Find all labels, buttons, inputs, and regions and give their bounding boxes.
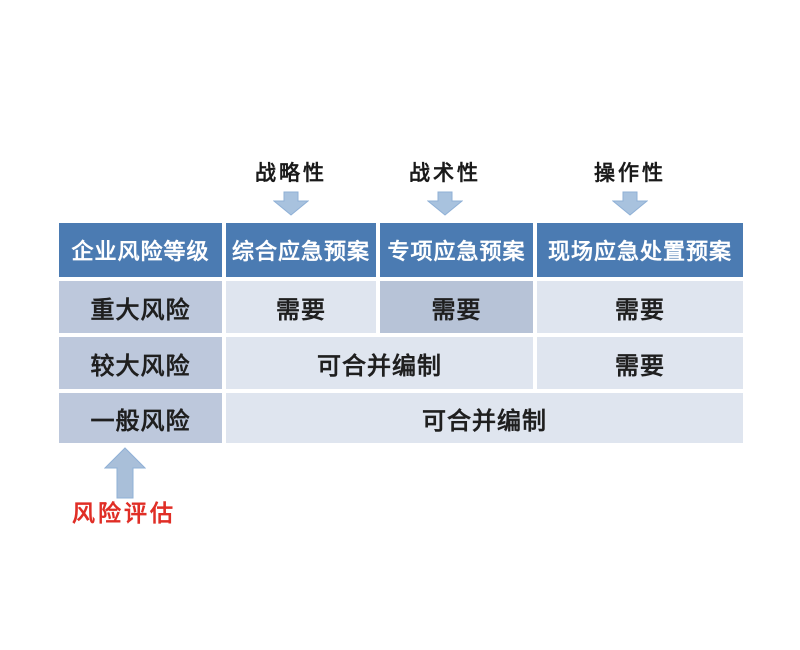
risk-assessment-annotation: [103, 447, 147, 504]
row-larger-risk-label: 较大风险: [59, 337, 222, 389]
cell-larger-onsite: 需要: [537, 337, 743, 389]
tactical-label: 战术性: [409, 160, 481, 185]
cell-major-special-highlighted: 需要: [380, 281, 533, 333]
risk-assessment-label: 风险评估: [72, 500, 176, 527]
cell-general-merged: 可合并编制: [226, 393, 743, 443]
header-cell-risk-level: 企业风险等级: [59, 223, 222, 277]
down-arrow-icon: [612, 191, 648, 216]
cell-major-onsite: 需要: [537, 281, 743, 333]
header-cell-comprehensive-plan: 综合应急预案: [226, 223, 376, 277]
down-arrow-icon: [273, 191, 309, 216]
header-cell-special-plan: 专项应急预案: [380, 223, 533, 277]
annotation-tactical: 战术性: [380, 160, 510, 216]
annotation-strategic: 战略性: [226, 160, 356, 216]
row-major-risk-label: 重大风险: [59, 281, 222, 333]
annotation-operational: 操作性: [565, 160, 695, 216]
risk-plan-table: 企业风险等级 综合应急预案 专项应急预案 现场应急处置预案 重大风险 需要 需要…: [59, 223, 743, 443]
operational-label: 操作性: [594, 160, 666, 185]
cell-major-comprehensive: 需要: [226, 281, 376, 333]
strategic-label: 战略性: [255, 160, 327, 185]
cell-larger-merged: 可合并编制: [226, 337, 533, 389]
header-cell-onsite-plan: 现场应急处置预案: [537, 223, 743, 277]
down-arrow-icon: [427, 191, 463, 216]
row-general-risk-label: 一般风险: [59, 393, 222, 443]
up-arrow-icon: [103, 447, 147, 499]
